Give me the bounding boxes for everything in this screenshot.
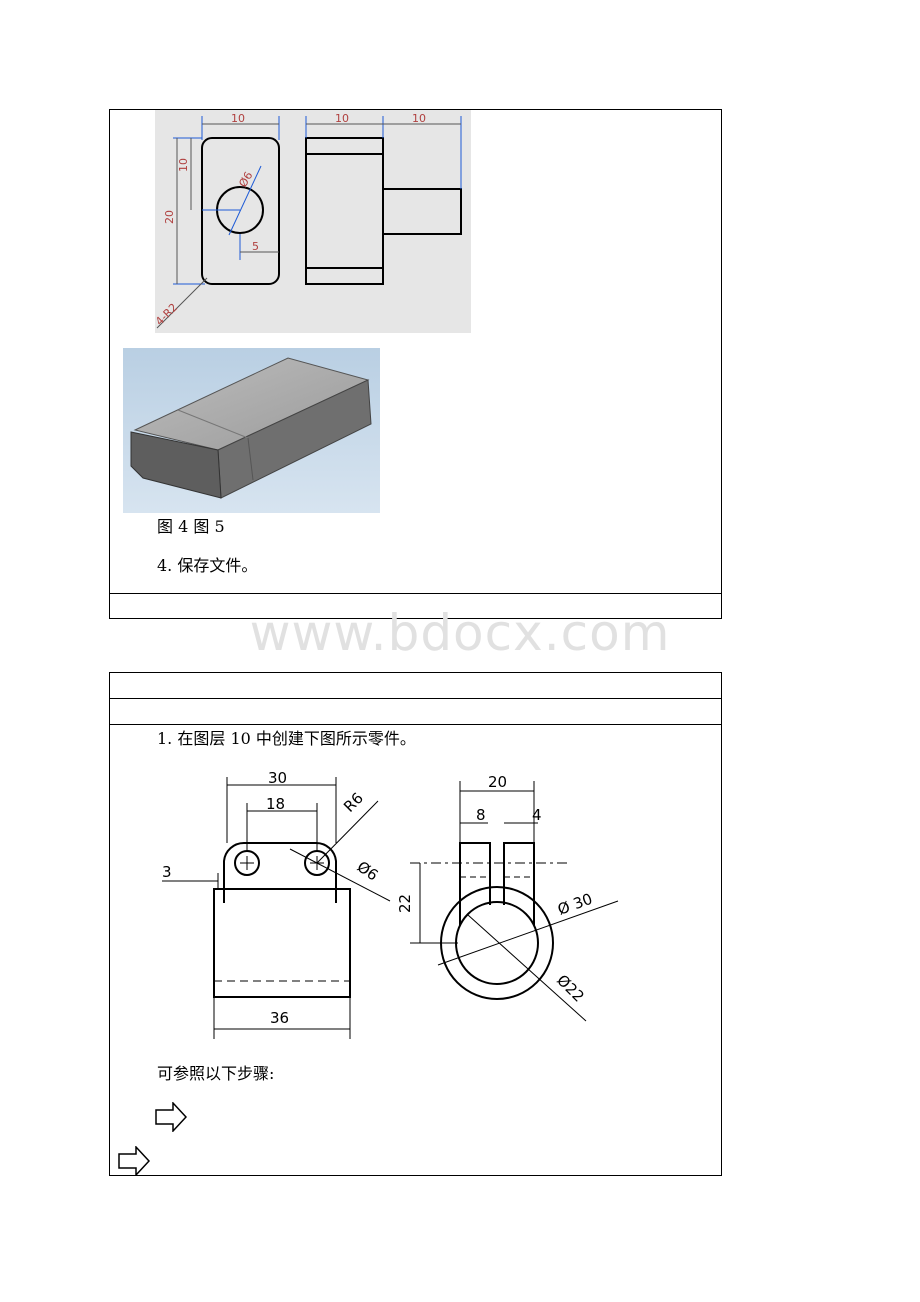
dim-inner-22: Ø22 bbox=[553, 971, 588, 1006]
right-view-left-lug bbox=[459, 842, 491, 925]
right-arrow-icon bbox=[118, 1146, 150, 1176]
table-row-divider bbox=[110, 593, 721, 594]
step-create-part: 1. 在图层 10 中创建下图所示零件。 bbox=[157, 729, 416, 748]
dim-18: 18 bbox=[266, 795, 285, 813]
dim-outer-30: Ø 30 bbox=[555, 890, 595, 919]
dim-3: 3 bbox=[162, 863, 172, 881]
dim-8: 8 bbox=[476, 806, 486, 824]
dim-hole-offset: 5 bbox=[252, 240, 259, 253]
block-front-face bbox=[130, 431, 222, 499]
dim-side-right: 10 bbox=[412, 112, 426, 125]
right-view-right-lug bbox=[503, 842, 535, 925]
table-row-divider bbox=[110, 724, 721, 725]
body-outline bbox=[213, 888, 351, 998]
tab-outline bbox=[223, 841, 337, 903]
front-view-outline bbox=[201, 137, 280, 285]
dim-22-vertical: 22 bbox=[396, 894, 414, 913]
table-section-1 bbox=[109, 109, 722, 619]
part-drawing: 30 18 R6 Ø6 3 36 20 8 4 22 Ø 30 Ø22 bbox=[162, 769, 619, 1039]
right-arrow-icon bbox=[155, 1102, 187, 1132]
figure-caption: 图 4 图 5 bbox=[157, 517, 225, 536]
table-row-divider bbox=[110, 698, 721, 699]
steps-note: 可参照以下步骤: bbox=[157, 1064, 275, 1083]
dim-height-total: 20 bbox=[163, 210, 176, 224]
inner-ring bbox=[455, 901, 539, 985]
figure-4-drawing: 10 10 20 Ø6 5 4-R2 10 10 bbox=[155, 110, 471, 333]
table-section-2 bbox=[109, 672, 722, 1176]
dim-20: 20 bbox=[488, 773, 507, 791]
watermark: www.bdocx.com bbox=[249, 604, 671, 662]
dim-36: 36 bbox=[270, 1009, 289, 1027]
dim-height-top: 10 bbox=[177, 158, 190, 172]
dim-hole-6: Ø6 bbox=[354, 858, 382, 885]
dim-30: 30 bbox=[268, 769, 287, 787]
dim-front-width: 10 bbox=[231, 112, 245, 125]
figure-5-render bbox=[123, 348, 380, 513]
side-view-boss bbox=[382, 188, 462, 235]
step-save-file: 4. 保存文件。 bbox=[157, 556, 258, 575]
dim-r6: R6 bbox=[340, 789, 367, 816]
dim-side-left: 10 bbox=[335, 112, 349, 125]
dim-4: 4 bbox=[532, 806, 542, 824]
